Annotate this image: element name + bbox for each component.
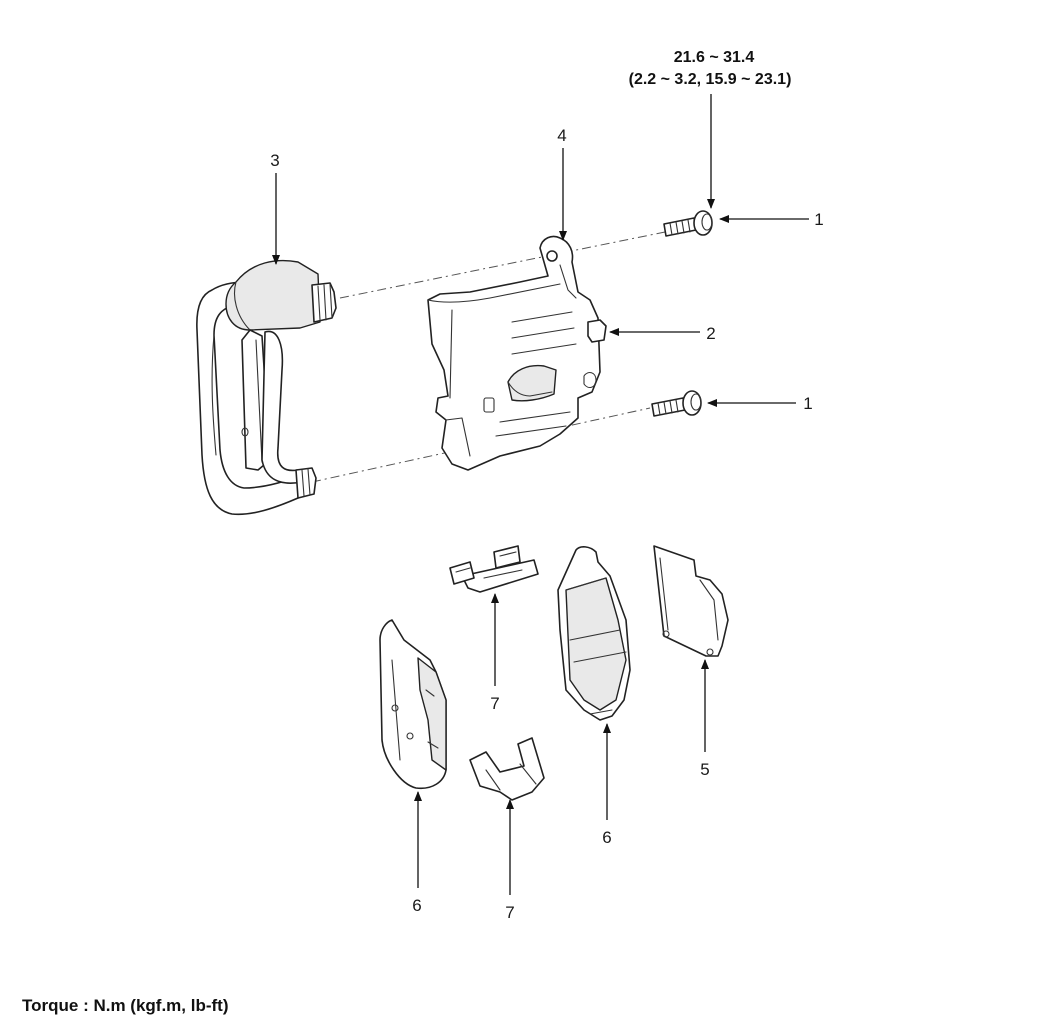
callout-bleeder: 2 [706,324,715,343]
torque-value-nm: 21.6 ~ 31.4 [674,49,755,66]
caliper-body [427,235,607,471]
torque-value-kgfm-lbft: (2.2 ~ 3.2, 15.9 ~ 23.1) [629,71,792,88]
brake-pad-right [557,546,631,721]
guide-bolt-lower [651,390,702,417]
callout-spring-lower: 7 [505,903,514,922]
callout-bolt-upper: 1 [814,210,823,229]
torque-units-note: Torque : N.m (kgf.m, lb-ft) [22,996,229,1015]
caliper-carrier-bracket [196,259,337,516]
callout-pad-left: 6 [412,896,421,915]
brake-pad-left [379,619,447,790]
callout-bolt-lower: 1 [803,394,812,413]
alignment-line-upper [339,231,666,299]
pad-spring-lower [469,737,545,801]
guide-bolt-upper [663,210,713,237]
callout-caliper: 4 [557,126,566,145]
pad-spring-upper [449,545,539,593]
callout-pad-right: 6 [602,828,611,847]
callout-carrier: 3 [270,151,279,170]
callout-spring-upper: 7 [490,694,499,713]
pad-shim [653,545,729,657]
callout-shim: 5 [700,760,709,779]
